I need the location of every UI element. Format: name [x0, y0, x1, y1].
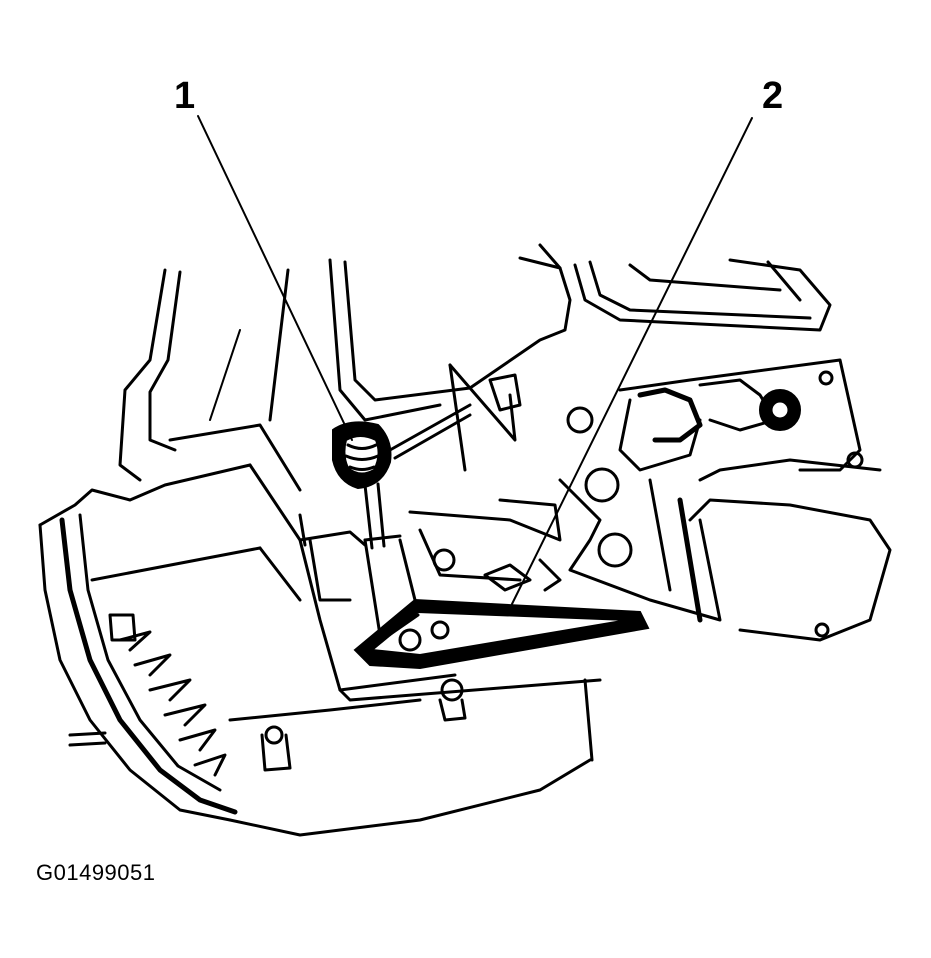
callout-2-label: 2	[762, 75, 783, 117]
air-cleaner-housing	[328, 243, 832, 422]
bracket-assembly	[408, 363, 562, 592]
spring-part	[332, 403, 472, 550]
callout-1-leader	[197, 115, 353, 441]
leader-lines	[197, 115, 753, 605]
triangular-strap-part	[353, 534, 650, 670]
callout-2-leader	[511, 117, 753, 605]
right-mounting-plate	[558, 358, 892, 642]
lower-left-housing	[38, 463, 602, 837]
figure-id: G01499051	[36, 860, 156, 885]
upper-housing	[118, 268, 302, 492]
callout-1-label: 1	[174, 75, 195, 117]
